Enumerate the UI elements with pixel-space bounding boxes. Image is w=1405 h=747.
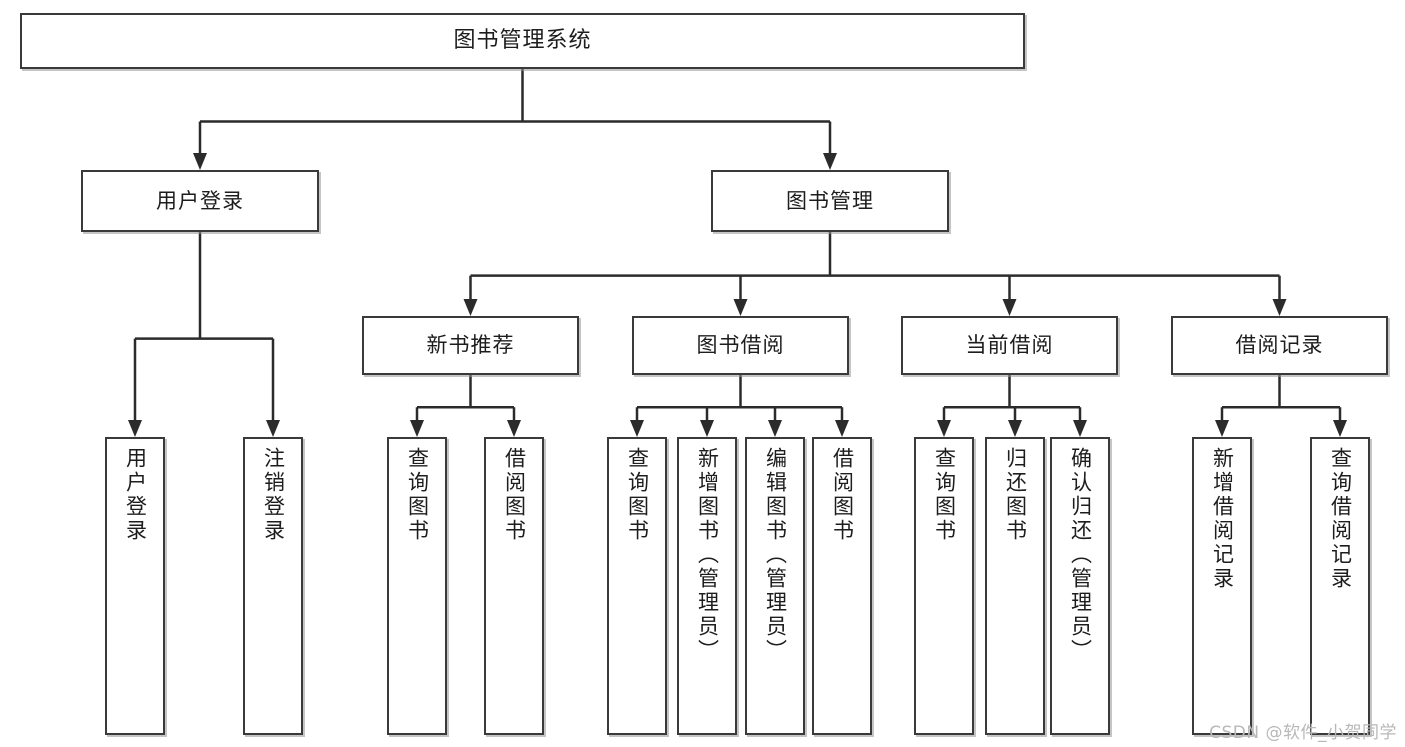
arrowhead bbox=[1002, 299, 1017, 316]
node-label: 图书借阅 bbox=[696, 333, 785, 358]
arrowhead bbox=[507, 420, 521, 437]
arrowhead bbox=[700, 420, 714, 437]
node-label: 用户登录 bbox=[156, 188, 244, 213]
arrowhead bbox=[1008, 420, 1022, 437]
node-root[interactable]: 图书管理系统 bbox=[20, 13, 1025, 69]
node-book-borrow[interactable]: 图书借阅 bbox=[632, 316, 849, 375]
node-leaf-query-book-3[interactable]: 查询图书 bbox=[914, 437, 974, 735]
arrowhead bbox=[835, 420, 849, 437]
node-book-manage[interactable]: 图书管理 bbox=[711, 170, 949, 232]
node-leaf-query-book-1[interactable]: 查询图书 bbox=[387, 437, 447, 735]
arrowhead bbox=[1333, 420, 1347, 437]
node-label: 借阅记录 bbox=[1235, 333, 1324, 358]
node-borrow-record[interactable]: 借阅记录 bbox=[1171, 316, 1388, 375]
node-leaf-add-book[interactable]: 新增图书（管理员） bbox=[677, 437, 737, 735]
arrowhead bbox=[463, 299, 478, 316]
node-label: 借阅图书 bbox=[502, 447, 527, 543]
node-leaf-borrow-book-1[interactable]: 借阅图书 bbox=[484, 437, 544, 735]
node-leaf-confirm-return[interactable]: 确认归还（管理员） bbox=[1050, 437, 1110, 735]
watermark-label: CSDN @软件_小贺同学 bbox=[1209, 723, 1397, 743]
node-user-login[interactable]: 用户登录 bbox=[81, 170, 319, 232]
node-leaf-logout[interactable]: 注销登录 bbox=[243, 437, 303, 735]
arrowhead bbox=[128, 420, 142, 437]
arrowhead bbox=[768, 420, 782, 437]
node-new-book-rec[interactable]: 新书推荐 bbox=[362, 316, 579, 375]
node-label: 新增图书（管理员） bbox=[695, 447, 720, 663]
node-leaf-query-record[interactable]: 查询借阅记录 bbox=[1310, 437, 1370, 735]
node-leaf-borrow-book-2[interactable]: 借阅图书 bbox=[812, 437, 872, 735]
node-label: 查询图书 bbox=[405, 447, 430, 543]
node-label: 新书推荐 bbox=[426, 333, 515, 358]
node-label: 图书管理 bbox=[786, 188, 874, 213]
node-label: 用户登录 bbox=[123, 447, 148, 543]
node-label: 查询图书 bbox=[932, 447, 957, 543]
node-label: 确认归还（管理员） bbox=[1068, 447, 1093, 663]
arrowhead bbox=[630, 420, 644, 437]
node-leaf-edit-book[interactable]: 编辑图书（管理员） bbox=[745, 437, 805, 735]
node-current-borrow[interactable]: 当前借阅 bbox=[901, 316, 1118, 375]
arrowhead bbox=[1215, 420, 1229, 437]
arrowhead bbox=[937, 420, 951, 437]
node-label: 编辑图书（管理员） bbox=[763, 447, 788, 663]
arrowhead bbox=[823, 153, 837, 170]
node-label: 查询借阅记录 bbox=[1328, 447, 1353, 591]
node-leaf-query-book-2[interactable]: 查询图书 bbox=[607, 437, 667, 735]
arrowhead bbox=[410, 420, 424, 437]
arrowhead bbox=[266, 420, 280, 437]
arrowhead bbox=[733, 299, 748, 316]
node-label: 借阅图书 bbox=[830, 447, 855, 543]
arrowhead bbox=[1272, 299, 1287, 316]
node-leaf-user-login[interactable]: 用户登录 bbox=[105, 437, 165, 735]
node-label: 当前借阅 bbox=[965, 333, 1054, 358]
arrowhead bbox=[1073, 420, 1087, 437]
node-label: 注销登录 bbox=[261, 447, 286, 543]
arrowhead bbox=[193, 153, 207, 170]
node-label: 新增借阅记录 bbox=[1210, 447, 1235, 591]
node-leaf-add-record[interactable]: 新增借阅记录 bbox=[1192, 437, 1252, 735]
node-label: 查询图书 bbox=[625, 447, 650, 543]
node-label: 图书管理系统 bbox=[453, 28, 592, 54]
node-leaf-return-book[interactable]: 归还图书 bbox=[985, 437, 1045, 735]
node-label: 归还图书 bbox=[1003, 447, 1028, 543]
